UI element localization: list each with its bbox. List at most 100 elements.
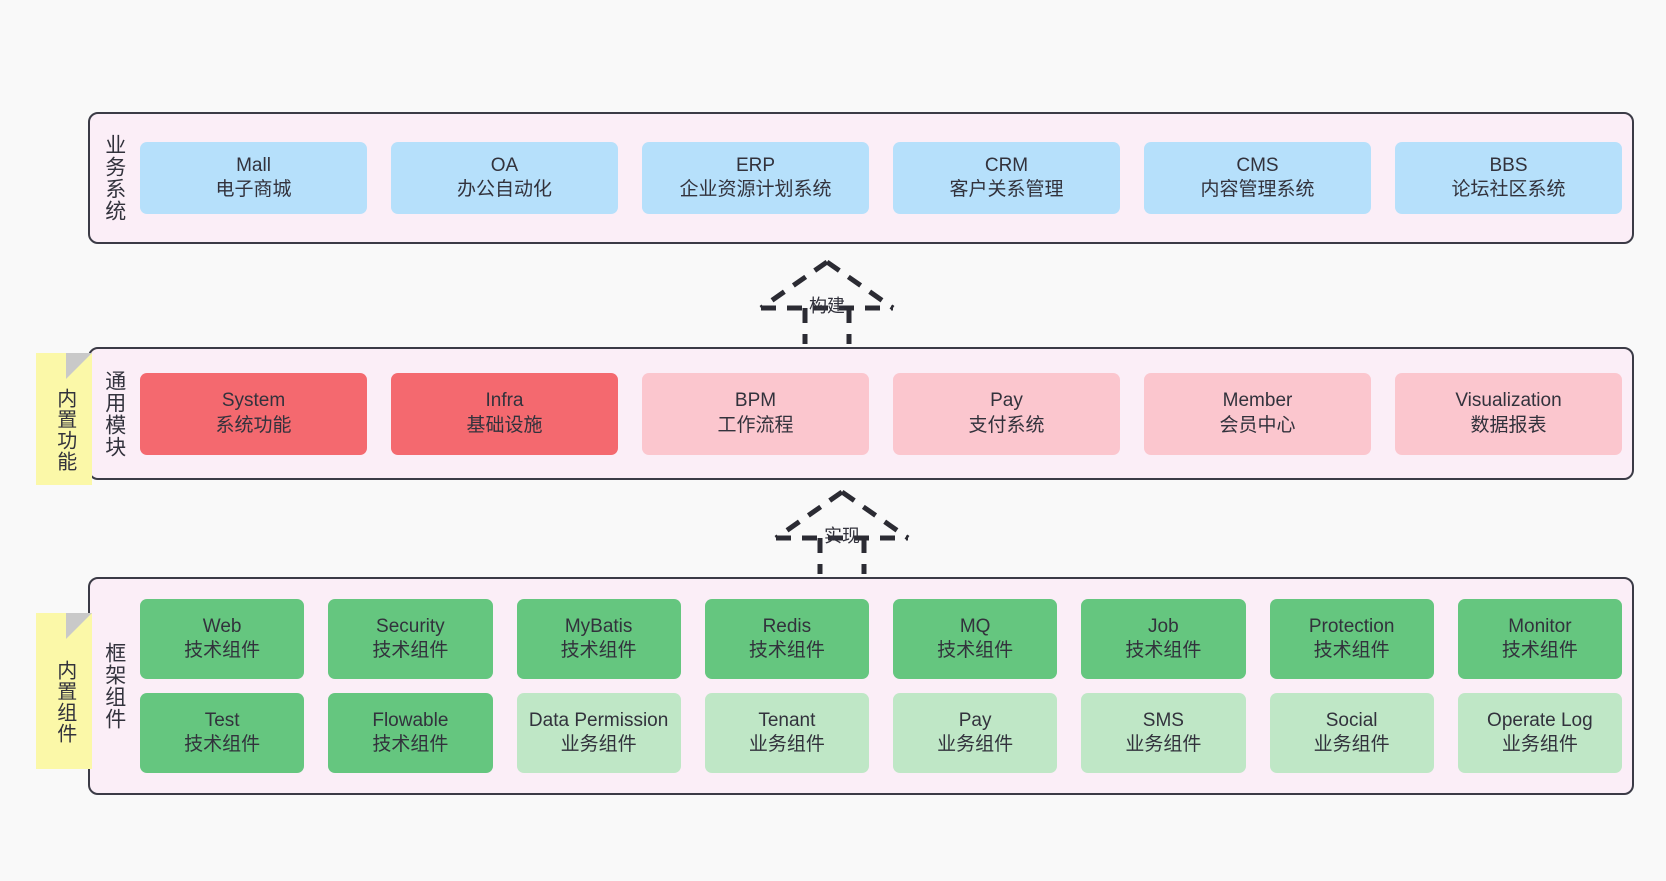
card-title: Data Permission	[528, 709, 669, 731]
framework-card-test[interactable]: Test 技术组件	[140, 693, 305, 773]
business-card-erp[interactable]: ERP 企业资源计划系统	[642, 142, 869, 214]
framework-card-flowable[interactable]: Flowable 技术组件	[328, 693, 493, 773]
card-title: Redis	[762, 615, 812, 637]
framework-business-row: Test 技术组件 Flowable 技术组件 Data Permission …	[140, 693, 1622, 773]
card-title: Pay	[990, 390, 1023, 412]
card-subtitle: 业务组件	[1125, 734, 1202, 755]
framework-card-data-permission[interactable]: Data Permission 业务组件	[516, 693, 681, 773]
card-subtitle: 电子商城	[215, 179, 292, 200]
framework-card-protection[interactable]: Protection 技术组件	[1269, 599, 1434, 679]
card-subtitle: 技术组件	[748, 640, 825, 661]
card-subtitle: 办公自动化	[456, 179, 552, 200]
sticky-note-builtin-components: 内置组件	[36, 613, 92, 769]
business-card-oa[interactable]: OA 办公自动化	[391, 142, 618, 214]
card-title: Security	[376, 615, 445, 637]
card-title: Mall	[236, 154, 271, 176]
card-subtitle: 技术组件	[560, 640, 637, 661]
framework-card-social[interactable]: Social 业务组件	[1269, 693, 1434, 773]
card-subtitle: 论坛社区系统	[1451, 179, 1566, 200]
card-subtitle: 数据报表	[1470, 414, 1547, 436]
card-title: Pay	[958, 709, 992, 731]
module-card-infra[interactable]: Infra 基础设施	[391, 372, 618, 455]
card-subtitle: 业务组件	[560, 734, 637, 755]
card-title: Social	[1325, 709, 1378, 731]
business-system-layer: 业务系统 Mall 电子商城 OA 办公自动化 ERP 企业资源计划系统 CRM…	[88, 112, 1634, 244]
card-title: Web	[202, 615, 242, 637]
connector-build-label: 构建	[809, 296, 845, 316]
card-subtitle: 技术组件	[1125, 640, 1202, 661]
card-title: System	[221, 390, 286, 412]
card-title: Visualization	[1455, 390, 1562, 412]
card-subtitle: 技术组件	[1313, 640, 1390, 661]
connector-implement: 实现	[772, 488, 912, 574]
card-title: Monitor	[1508, 615, 1572, 637]
card-title: Member	[1222, 390, 1293, 412]
framework-card-job[interactable]: Job 技术组件	[1081, 599, 1246, 679]
card-subtitle: 系统功能	[215, 414, 292, 436]
framework-card-security[interactable]: Security 技术组件	[328, 599, 493, 679]
module-card-system[interactable]: System 系统功能	[140, 372, 367, 455]
framework-card-sms[interactable]: SMS 业务组件	[1081, 693, 1246, 773]
business-system-card-container: Mall 电子商城 OA 办公自动化 ERP 企业资源计划系统 CRM 客户关系…	[138, 114, 1632, 242]
module-card-visualization[interactable]: Visualization 数据报表	[1395, 372, 1622, 455]
sticky-note-builtin-features: 内置功能	[36, 353, 92, 485]
card-subtitle: 技术组件	[1501, 640, 1578, 661]
card-title: SMS	[1142, 709, 1184, 731]
business-card-mall[interactable]: Mall 电子商城	[140, 142, 367, 214]
card-subtitle: 技术组件	[184, 640, 261, 661]
card-title: BBS	[1489, 154, 1528, 176]
card-title: Job	[1148, 615, 1179, 637]
card-title: Operate Log	[1487, 709, 1593, 731]
framework-card-tenant[interactable]: Tenant 业务组件	[704, 693, 869, 773]
connector-implement-label: 实现	[824, 526, 860, 546]
common-modules-row: System 系统功能 Infra 基础设施 BPM 工作流程 Pay 支付系统…	[140, 372, 1622, 455]
card-subtitle: 业务组件	[937, 734, 1014, 755]
framework-card-redis[interactable]: Redis 技术组件	[704, 599, 869, 679]
card-subtitle: 客户关系管理	[949, 179, 1064, 200]
framework-card-monitor[interactable]: Monitor 技术组件	[1457, 599, 1622, 679]
card-subtitle: 技术组件	[372, 734, 449, 755]
card-title: Test	[204, 709, 240, 731]
connector-build: 构建	[757, 258, 897, 344]
card-subtitle: 业务组件	[1313, 734, 1390, 755]
card-title: Protection	[1308, 615, 1395, 637]
framework-components-layer-title: 框架组件	[102, 642, 126, 730]
business-card-cms[interactable]: CMS 内容管理系统	[1144, 142, 1371, 214]
business-card-crm[interactable]: CRM 客户关系管理	[893, 142, 1120, 214]
business-card-bbs[interactable]: BBS 论坛社区系统	[1395, 142, 1622, 214]
card-subtitle: 企业资源计划系统	[679, 179, 832, 200]
framework-card-web[interactable]: Web 技术组件	[140, 599, 305, 679]
framework-components-layer: 框架组件 Web 技术组件 Security 技术组件 MyBatis 技术组件…	[88, 577, 1634, 795]
card-subtitle: 技术组件	[937, 640, 1014, 661]
card-subtitle: 内容管理系统	[1200, 179, 1315, 200]
card-title: MQ	[959, 615, 991, 637]
framework-card-mq[interactable]: MQ 技术组件	[893, 599, 1058, 679]
card-subtitle: 基础设施	[466, 414, 543, 436]
framework-card-pay[interactable]: Pay 业务组件	[893, 693, 1058, 773]
card-subtitle: 支付系统	[968, 414, 1045, 436]
framework-card-mybatis[interactable]: MyBatis 技术组件	[516, 599, 681, 679]
card-title: OA	[490, 154, 519, 176]
module-card-pay[interactable]: Pay 支付系统	[893, 372, 1120, 455]
card-subtitle: 技术组件	[372, 640, 449, 661]
module-card-member[interactable]: Member 会员中心	[1144, 372, 1371, 455]
framework-card-operate-log[interactable]: Operate Log 业务组件	[1457, 693, 1622, 773]
common-modules-card-container: System 系统功能 Infra 基础设施 BPM 工作流程 Pay 支付系统…	[138, 349, 1632, 478]
card-title: ERP	[735, 154, 776, 176]
module-card-bpm[interactable]: BPM 工作流程	[642, 372, 869, 455]
common-modules-layer-title: 通用模块	[102, 369, 126, 458]
card-subtitle: 会员中心	[1219, 414, 1296, 436]
card-title: Infra	[485, 390, 524, 412]
card-subtitle: 技术组件	[184, 734, 261, 755]
sticky-note-label: 内置功能	[53, 388, 76, 472]
implement-arrow-icon	[774, 489, 910, 574]
card-title: CMS	[1236, 154, 1279, 176]
business-system-row: Mall 电子商城 OA 办公自动化 ERP 企业资源计划系统 CRM 客户关系…	[140, 142, 1622, 214]
card-subtitle: 业务组件	[1501, 734, 1578, 755]
framework-tech-row: Web 技术组件 Security 技术组件 MyBatis 技术组件 Redi…	[140, 599, 1622, 679]
card-title: Flowable	[372, 709, 449, 731]
card-subtitle: 业务组件	[748, 734, 825, 755]
business-system-layer-title: 业务系统	[102, 134, 126, 222]
card-title: Tenant	[758, 709, 816, 731]
common-modules-layer: 通用模块 System 系统功能 Infra 基础设施 BPM 工作流程 Pay…	[88, 347, 1634, 480]
